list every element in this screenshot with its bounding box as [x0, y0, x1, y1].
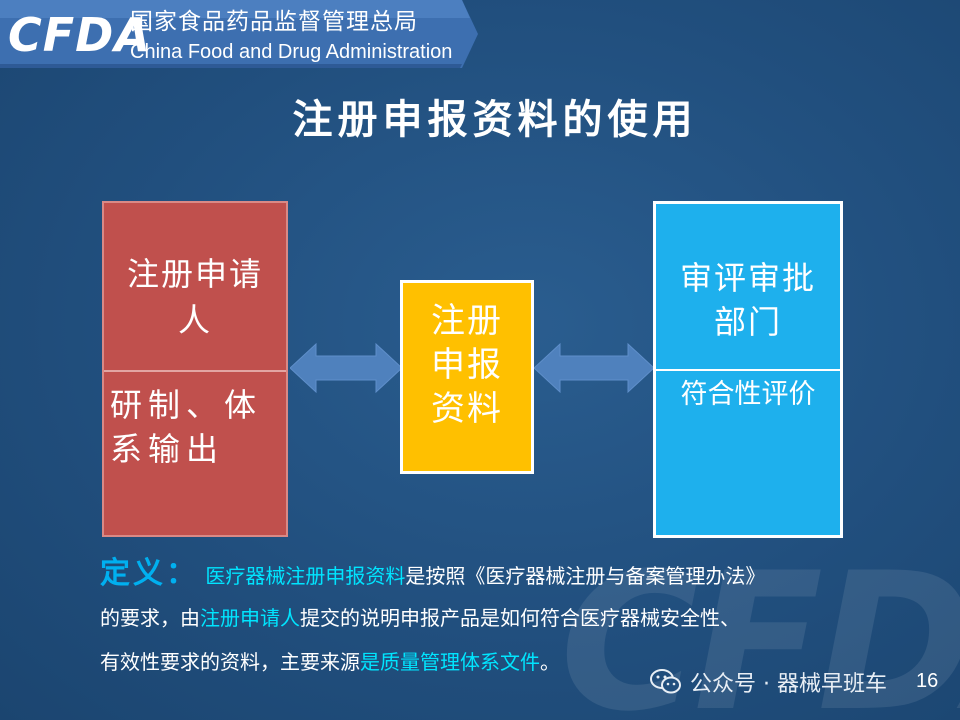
wechat-account-watermark: 公众号 · 器械早班车 [650, 664, 887, 700]
review-title-text: 审评审批部门 [679, 259, 816, 341]
applicant-title: 注册申请人 [104, 251, 286, 343]
cfda-logo: CFDA [8, 8, 151, 62]
applicant-box: 注册申请人 研制、体系输出 [102, 201, 288, 537]
slide-title: 注册申报资料的使用 [292, 97, 698, 143]
definition-line-1: 定义： 医疗器械注册申报资料是按照《医疗器械注册与备案管理办法》 [100, 552, 900, 596]
page-number: 16 [916, 670, 939, 692]
review-divider [656, 369, 840, 371]
material-title: 注册申报资料 [403, 299, 531, 431]
wechat-account-name: 公众号 · 器械早班车 [690, 672, 887, 697]
double-arrow-left [290, 342, 402, 394]
cfda-watermark: CFDA [560, 532, 960, 720]
definition-label: 定义： [100, 556, 199, 591]
material-title-text: 注册申报资料 [431, 301, 503, 429]
applicant-detail: 研制、体系输出 [110, 386, 263, 468]
definition-line-1-text: 是按照《医疗器械注册与备案管理办法》 [405, 564, 766, 588]
definition-line-2: 的要求，由注册申请人提交的说明申报产品是如何符合医疗器械安全性、 [100, 596, 900, 640]
definition-line-3-a: 有效性要求的资料，主要来源 [100, 650, 360, 674]
material-box: 注册申报资料 [400, 280, 534, 474]
highlight-term-applicant: 注册申请人 [200, 606, 300, 630]
definition-line-3: 有效性要求的资料，主要来源是质量管理体系文件。 [100, 640, 900, 684]
review-box: 审评审批部门 符合性评价 [653, 201, 843, 538]
header-ribbon: CFDA 国家食品药品监督管理总局 China Food and Drug Ad… [0, 0, 480, 68]
definition-line-2-a: 的要求，由 [100, 606, 200, 630]
agency-name-cn: 国家食品药品监督管理总局 [130, 9, 418, 35]
double-arrow-right [534, 342, 654, 394]
highlight-term-material: 医疗器械注册申报资料 [205, 564, 406, 588]
wechat-icon [650, 669, 681, 694]
review-detail: 符合性评价 [680, 379, 816, 410]
definition-text: 定义： 医疗器械注册申报资料是按照《医疗器械注册与备案管理办法》 的要求，由注册… [100, 552, 900, 684]
applicant-divider [104, 370, 286, 372]
agency-name-en: China Food and Drug Administration [130, 41, 453, 63]
definition-line-3-c: 。 [540, 650, 560, 674]
applicant-title-text: 注册申请人 [126, 255, 263, 339]
definition-line-2-c: 提交的说明申报产品是如何符合医疗器械安全性、 [300, 606, 740, 630]
ribbon-shape [0, 0, 478, 68]
highlight-term-qms: 是质量管理体系文件 [360, 650, 540, 674]
review-title: 审评审批部门 [656, 256, 840, 344]
